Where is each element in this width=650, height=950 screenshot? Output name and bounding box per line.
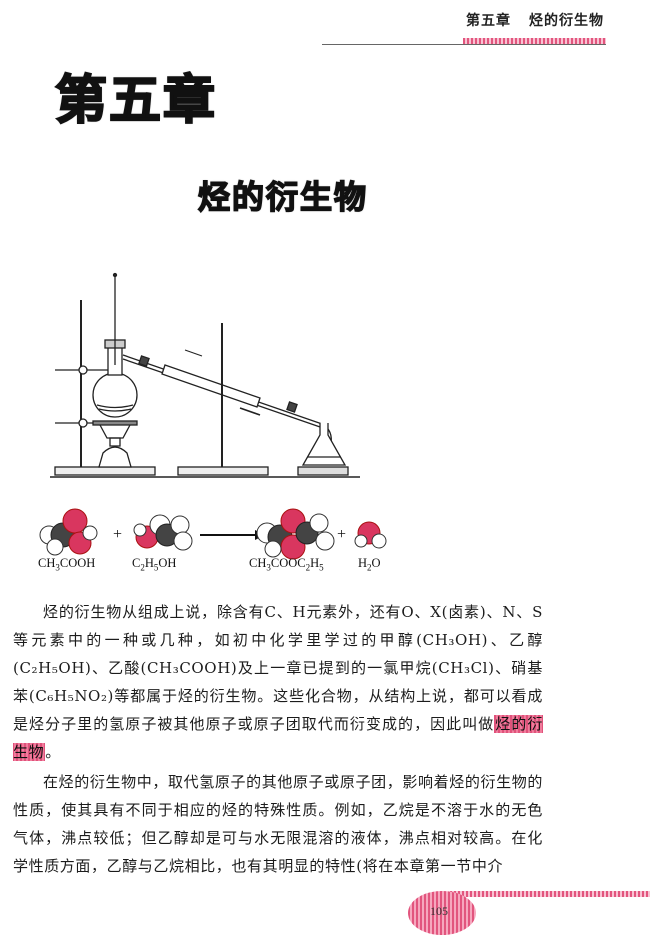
ethyl-acetate-molecule-icon: [256, 508, 335, 560]
distillation-apparatus-illustration: [50, 272, 360, 478]
acetic-acid-molecule-icon: [39, 508, 98, 556]
water-molecule-icon: [354, 521, 387, 549]
running-head-section: 烃的衍生物: [529, 13, 604, 29]
page-number: 105: [430, 904, 448, 918]
paragraph-properties: 在烃的衍生物中，取代氢原子的其他原子或原子团，影响着烃的衍生物的性质，使其具有不…: [13, 768, 543, 880]
paragraph-2-text: 在烃的衍生物中，取代氢原子的其他原子或原子团，影响着烃的衍生物的性质，使其具有不…: [13, 773, 543, 875]
svg-text:+: +: [113, 526, 122, 543]
svg-text:+: +: [337, 526, 346, 543]
chapter-title: 第五章: [54, 70, 218, 132]
header-decorative-stripe: [463, 38, 606, 44]
page-number-badge: [408, 891, 476, 935]
section-title: 烃的衍生物: [197, 177, 369, 217]
footer-decorative-stripe: [450, 891, 650, 897]
paragraph-1-text: 烃的衍生物从组成上说，除含有C、H元素外，还有O、X(卤素)、N、S等元素中的一…: [13, 603, 543, 733]
paragraph-definition: 烃的衍生物从组成上说，除含有C、H元素外，还有O、X(卤素)、N、S等元素中的一…: [13, 598, 543, 766]
running-head-chapter: 第五章: [466, 13, 511, 29]
esterification-reaction-illustration: + +: [39, 508, 387, 560]
label-acetic-acid: CH3COOH: [38, 556, 96, 573]
paragraph-1-end: 。: [45, 743, 61, 761]
label-water: H2O: [358, 556, 381, 573]
label-ethyl-acetate: CH3COOC2H5: [249, 556, 324, 573]
running-head: 第五章 烃的衍生物: [466, 10, 604, 30]
ethanol-molecule-icon: [133, 514, 193, 551]
label-ethanol: C2H5OH: [132, 556, 177, 573]
header-rule: [322, 44, 606, 45]
